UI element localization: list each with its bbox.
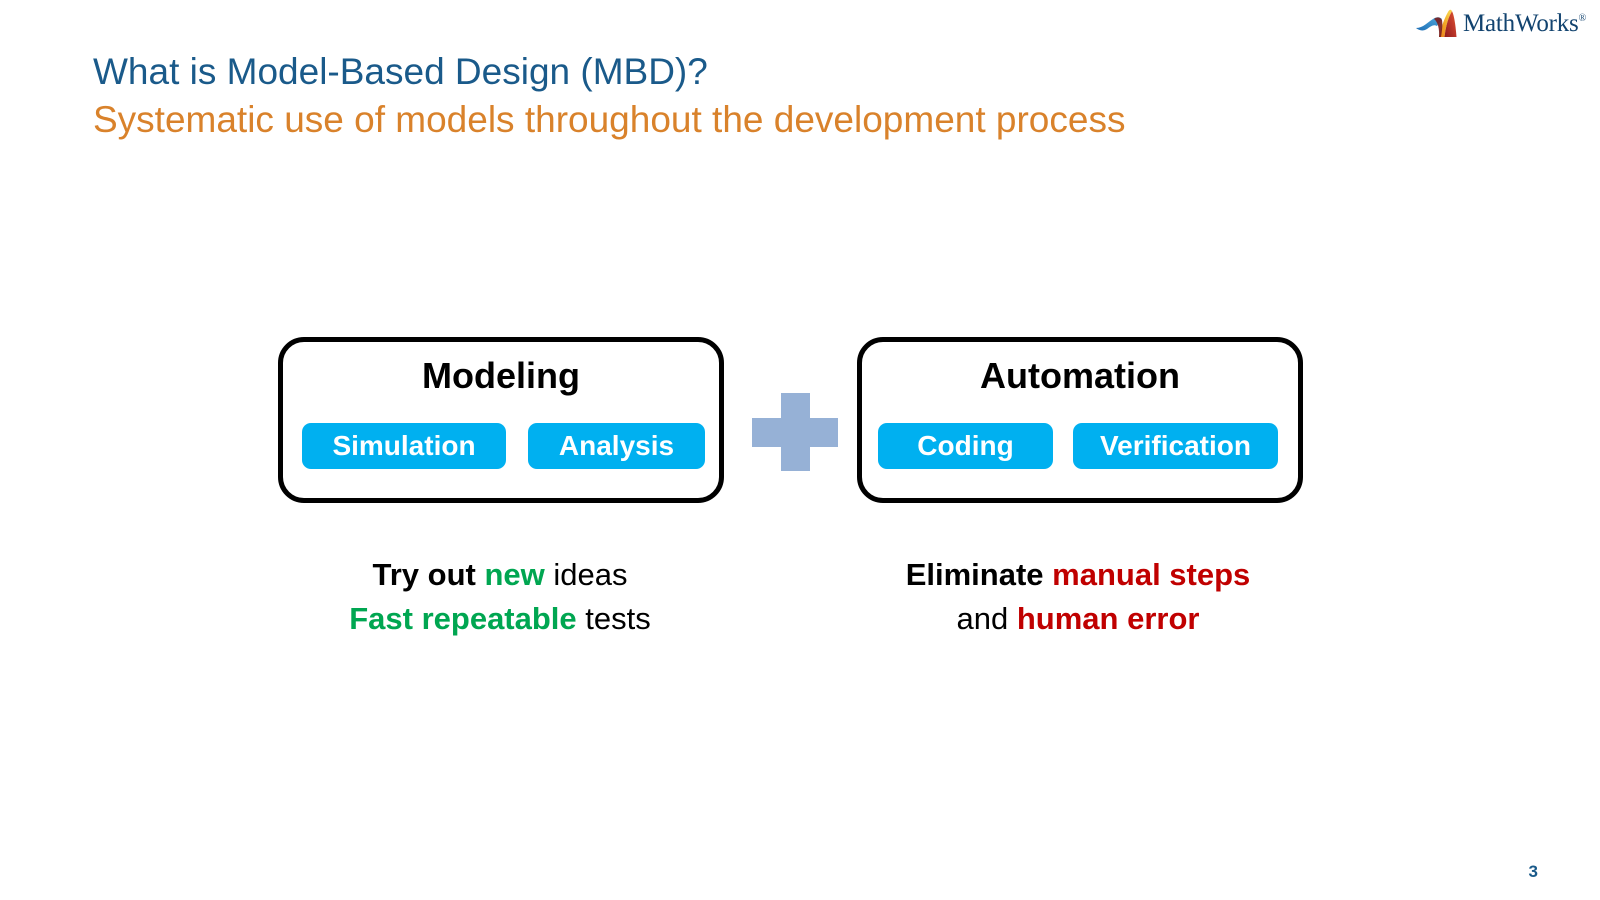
pill-coding[interactable]: Coding: [878, 423, 1053, 469]
caption-modeling-l1-seg1: Try out: [372, 557, 485, 592]
registered-mark: ®: [1578, 12, 1587, 24]
page-subtitle: Systematic use of models throughout the …: [93, 99, 1126, 140]
caption-automation-line2: and human error: [838, 597, 1318, 641]
mathworks-membrane-icon: [1415, 9, 1457, 37]
plus-vertical-bar: [781, 393, 810, 471]
box-title-modeling: Modeling: [422, 355, 580, 396]
pill-analysis[interactable]: Analysis: [528, 423, 705, 469]
pill-verification[interactable]: Verification: [1073, 423, 1278, 469]
caption-modeling-l1-seg3: ideas: [544, 557, 628, 592]
mathworks-logo: MathWorks®: [1415, 8, 1586, 38]
page-number: 3: [1528, 862, 1538, 881]
box-title-automation: Automation: [980, 355, 1180, 396]
caption-automation-l1-seg2: manual steps: [1052, 557, 1251, 592]
logo-wordmark-text: MathWorks: [1462, 9, 1579, 37]
caption-modeling-l2-seg1: Fast repeatable: [349, 601, 577, 637]
concept-box-automation: Automation: [857, 337, 1303, 503]
pill-simulation[interactable]: Simulation: [302, 423, 506, 469]
caption-automation-l2-seg2: human error: [1016, 601, 1200, 637]
plus-icon: [752, 393, 838, 471]
caption-automation-l2-seg1: and: [956, 601, 1017, 637]
caption-automation-l1-seg1: Eliminate: [905, 557, 1053, 592]
caption-modeling-l2-seg2: tests: [576, 601, 651, 637]
caption-automation: Eliminate manual steps and human error: [838, 553, 1318, 641]
caption-modeling-line1: Try out new ideas: [260, 553, 740, 597]
caption-modeling-l1-seg2: new: [484, 557, 545, 592]
caption-modeling: Try out new ideas Fast repeatable tests: [260, 553, 740, 641]
caption-automation-line1: Eliminate manual steps: [838, 553, 1318, 597]
mathworks-wordmark: MathWorks®: [1463, 11, 1586, 36]
caption-modeling-line2: Fast repeatable tests: [260, 597, 740, 641]
concept-box-modeling: Modeling: [278, 337, 724, 503]
page-title: What is Model-Based Design (MBD)?: [93, 51, 708, 92]
